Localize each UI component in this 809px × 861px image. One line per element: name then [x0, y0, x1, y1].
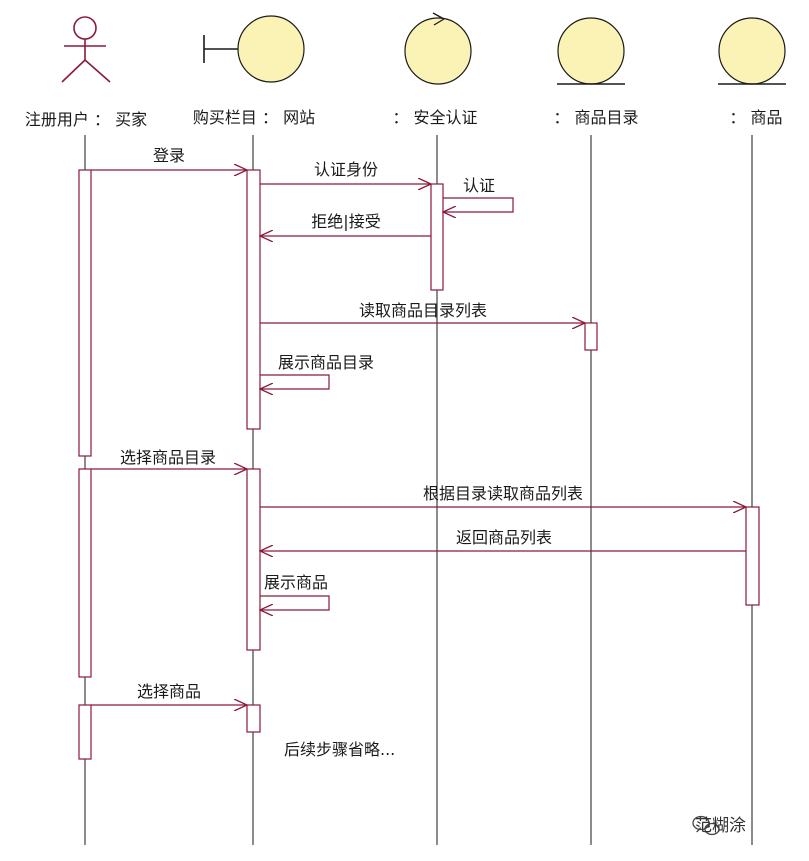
activation-bar: [78, 704, 92, 760]
entity-icon: [718, 17, 786, 85]
boundary-icon: [203, 15, 305, 83]
message-label: 拒绝|接受: [311, 212, 380, 231]
message-label: 根据目录读取商品列表: [423, 484, 583, 503]
actor-icon: [61, 16, 111, 83]
watermark-text: 范糊涂: [695, 816, 746, 836]
self-message-arrow: [260, 374, 330, 389]
participant-label-buyer: 注册用户 ： 买家: [25, 110, 147, 129]
activation-bar: [430, 183, 444, 291]
entity-icon: [557, 17, 625, 85]
message-label: 选择商品目录: [120, 448, 216, 467]
participant-label-website: 购买栏目 ： 网站: [193, 108, 315, 127]
activation-bar: [246, 704, 261, 733]
message-label: 返回商品列表: [456, 528, 552, 547]
message-label: 认证: [463, 176, 495, 195]
self-message-arrow: [260, 595, 330, 610]
note-text: 后续步骤省略...: [284, 740, 395, 759]
activation-bar: [745, 506, 760, 606]
activation-bar: [584, 322, 598, 351]
control-icon: [404, 12, 472, 85]
activation-bar: [246, 468, 261, 651]
message-label: 展示商品: [264, 573, 328, 592]
activation-bar: [246, 169, 261, 430]
activation-bar: [78, 169, 92, 457]
message-label: 认证身份: [314, 160, 378, 179]
participant-label-product: ： 商品: [729, 108, 782, 127]
activation-bar: [78, 468, 92, 678]
participant-label-security: ： 安全认证: [392, 108, 477, 127]
wechat-icon: [692, 815, 720, 836]
self-message-arrow: [443, 197, 514, 212]
participant-label-catalog: ： 商品目录: [553, 108, 638, 127]
message-label: 选择商品: [137, 682, 201, 701]
message-label: 登录: [153, 146, 185, 165]
message-label: 读取商品目录列表: [359, 301, 487, 320]
message-label: 展示商品目录: [278, 353, 374, 372]
